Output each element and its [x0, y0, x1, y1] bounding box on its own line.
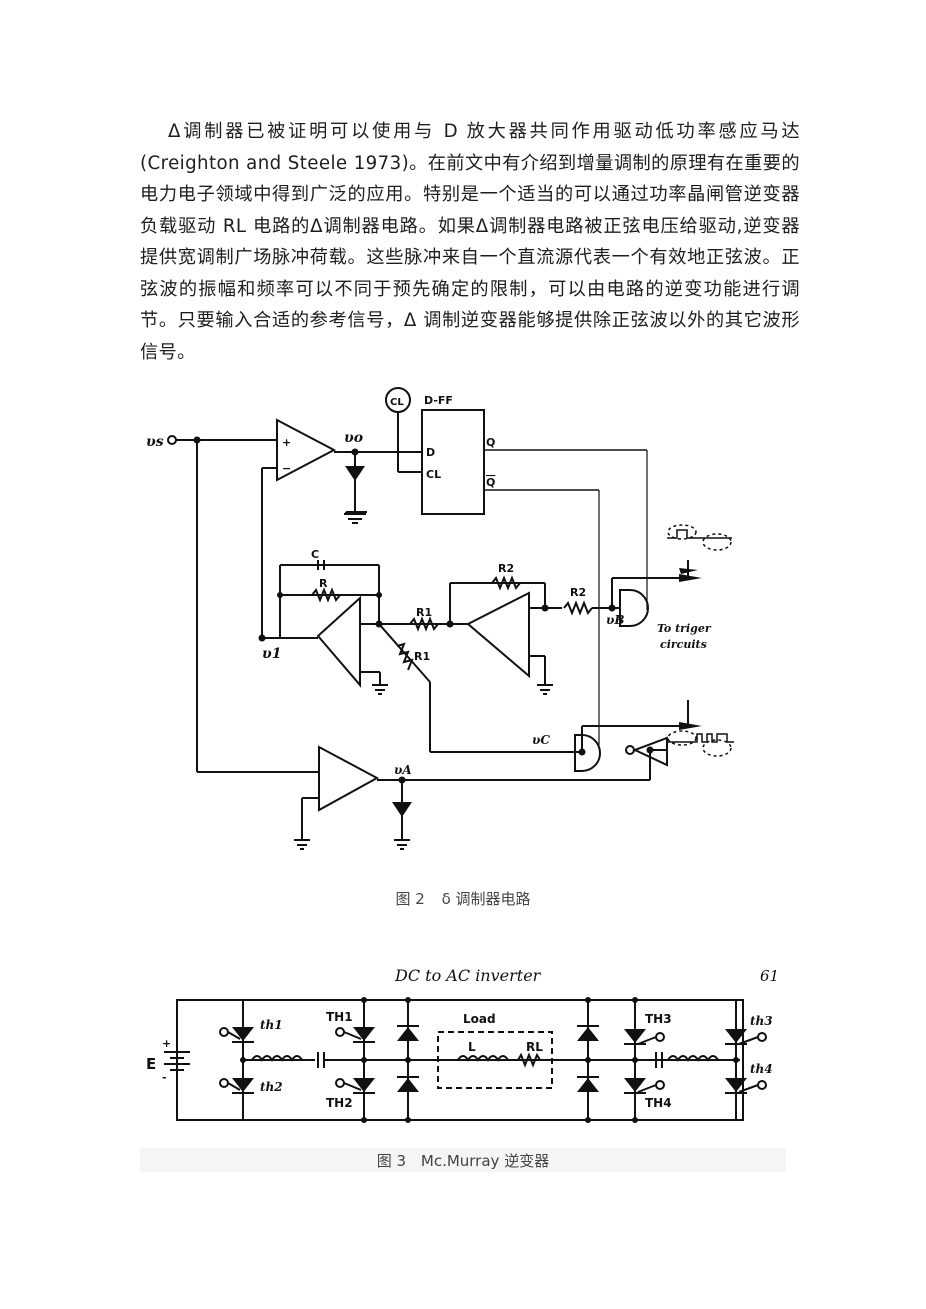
label-trigger-2: circuits [660, 638, 707, 651]
figure-2-caption: 图 2 δ 调制器电路 [140, 888, 786, 909]
resistor-R1-diagonal [396, 642, 414, 671]
waveform-top [667, 529, 732, 539]
resistor-R1 [409, 616, 439, 632]
label-v1: υ1 [262, 646, 281, 662]
label-dff-d: D [426, 446, 435, 459]
and-gate-bottom [574, 734, 601, 772]
label-vo: υo [344, 430, 363, 446]
thyristor-TH4 [624, 1078, 646, 1092]
figure-2-caption-text: δ 调制器电路 [441, 890, 531, 908]
label-minus: - [162, 1071, 167, 1084]
figure-3-number: 图 3 [376, 1152, 407, 1170]
resistor-RL [517, 1052, 541, 1068]
label-L: L [468, 1040, 476, 1054]
label-r1-diag: R1 [414, 650, 430, 663]
thyristor-th2 [232, 1078, 254, 1092]
thyristor-th1 [232, 1027, 254, 1041]
thyristor-th3 [725, 1029, 747, 1043]
ground-symbols [294, 481, 553, 850]
thyristor-TH3 [624, 1029, 646, 1043]
label-TH1: TH1 [326, 1010, 353, 1024]
body-paragraph: Δ调制器已被证明可以使用与 D 放大器共同作用驱动低功率感应马达 (Creigh… [140, 116, 800, 368]
diode-1 [397, 1027, 419, 1041]
figure-3-page-number: 61 [760, 967, 779, 985]
label-vc: υC [532, 733, 550, 747]
zener-diode-2 [392, 802, 412, 817]
label-plus: + [162, 1037, 171, 1050]
diode-3 [577, 1027, 599, 1041]
label-r2-feedback: R2 [498, 562, 514, 575]
thyristor-TH1 [353, 1027, 375, 1041]
label-cl-circle: CL [390, 397, 404, 408]
zener-diode-1 [345, 466, 365, 481]
label-dff-cl: CL [426, 468, 441, 481]
label-TH2: TH2 [326, 1096, 353, 1110]
label-minus-1: − [282, 462, 291, 475]
figure-2-number: 图 2 [395, 890, 425, 908]
diode-4 [577, 1078, 599, 1092]
label-cap: C [311, 548, 319, 561]
label-dff-qbar: Q [486, 476, 495, 489]
inverting-amplifier [466, 591, 530, 679]
integrator-opamp [316, 595, 361, 688]
label-th2: th2 [260, 1080, 283, 1094]
figure-3-mcmurray-inverter: DC to AC inverter 61 [146, 966, 779, 1123]
arrow-right-bottom [679, 722, 702, 730]
thyristor-th4 [725, 1078, 747, 1092]
label-res: R [319, 577, 328, 590]
label-vb: υB [606, 613, 624, 627]
label-th3: th3 [750, 1014, 773, 1028]
and-gate-top [619, 589, 649, 627]
waveform-bottom [667, 733, 734, 743]
resistor-R2-feedback [491, 575, 521, 591]
d-flip-flop [421, 409, 485, 515]
thyristor-TH2 [353, 1078, 375, 1092]
comparator-1 [276, 418, 337, 482]
label-r2-series: R2 [570, 586, 586, 599]
label-dff-q: Q [486, 436, 495, 449]
label-r1-top: R1 [416, 606, 432, 619]
label-TH4: TH4 [645, 1096, 672, 1110]
label-plus-1: + [282, 436, 291, 449]
label-load: Load [463, 1012, 496, 1026]
label-dff-title: D-FF [424, 394, 453, 407]
paragraph-text: Δ调制器已被证明可以使用与 D 放大器共同作用驱动低功率感应马达 (Creigh… [140, 121, 800, 363]
label-RL: RL [526, 1040, 543, 1054]
label-va: υA [394, 763, 412, 777]
figure-3-container: DC to AC inverter 61 [140, 957, 788, 1132]
label-trigger-1: To triger [657, 622, 712, 635]
figure-3-caption: 图 3 Mc.Murray 逆变器 [140, 1148, 786, 1172]
label-input: υs [146, 434, 164, 450]
label-th1: th1 [260, 1018, 283, 1032]
comparator-2 [318, 745, 380, 812]
figure-2-delta-modulator-circuit: υs υo CL D-FF D CL Q Q + − C R R1 R1 R2 … [146, 387, 734, 850]
arrow-right-top [679, 574, 702, 582]
label-TH3: TH3 [645, 1012, 672, 1026]
resistor-R2-series [563, 600, 593, 616]
label-source-E: E [146, 1055, 156, 1073]
diode-2 [397, 1078, 419, 1092]
figure-3-caption-text: Mc.Murray 逆变器 [420, 1152, 550, 1170]
label-th4: th4 [750, 1062, 773, 1076]
load-box [437, 1031, 553, 1089]
input-terminal [167, 435, 177, 445]
resistor-R [311, 587, 341, 603]
figure-3-header-title: DC to AC inverter [394, 966, 542, 985]
